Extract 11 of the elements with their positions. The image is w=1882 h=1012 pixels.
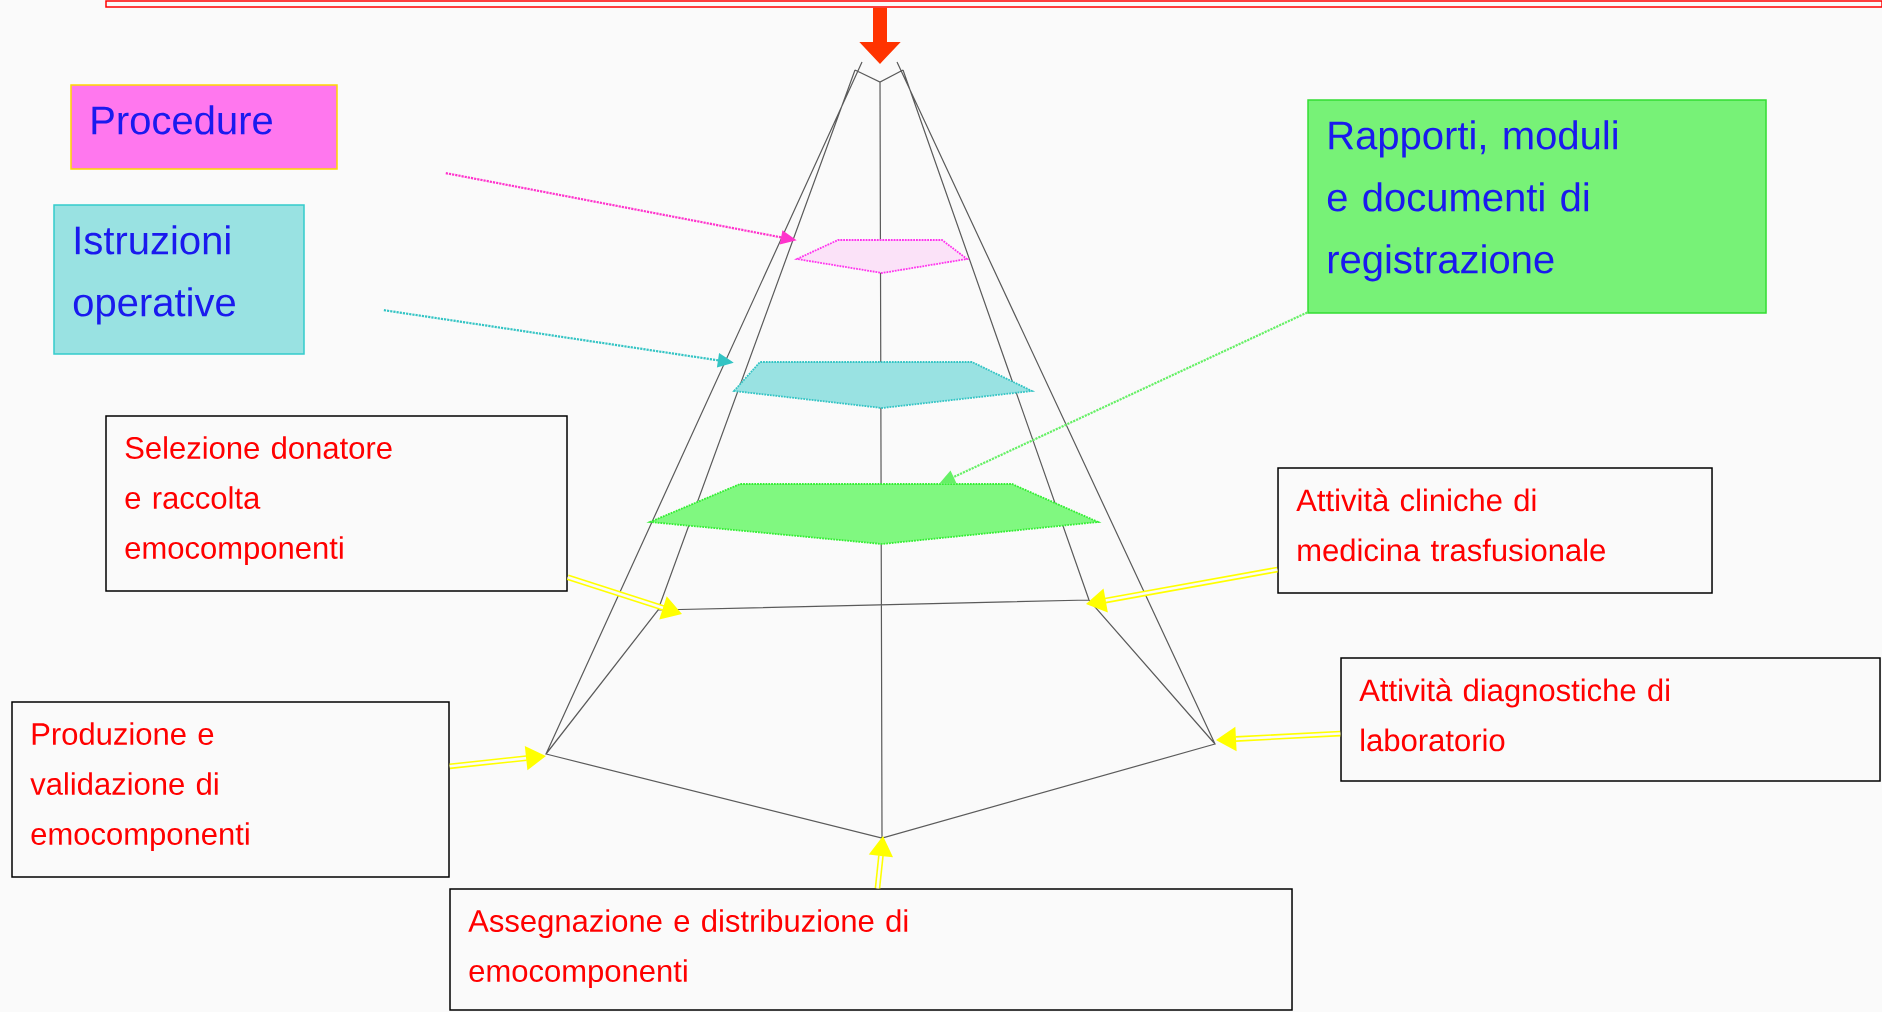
text-box: Rapporti, moduli e documenti di registrazione bbox=[1307, 99, 1767, 314]
frame-box bbox=[105, 0, 1882, 8]
text-box: Istruzioni operative bbox=[53, 204, 305, 355]
text-box: Procedure bbox=[70, 84, 338, 170]
double-arrow bbox=[1086, 566, 1278, 613]
text-box: Assegnazione e distribuzione di emocomponenti bbox=[449, 888, 1293, 1011]
double-arrow bbox=[566, 574, 682, 620]
text-box: Attività diagnostiche di laboratorio bbox=[1340, 657, 1881, 782]
text-box: Selezione donatore e raccolta emocomponenti bbox=[105, 415, 568, 592]
text-box: Produzione e validazione di emocomponenti bbox=[11, 701, 450, 878]
text-box: Attività cliniche di medicina trasfusionale bbox=[1277, 467, 1713, 594]
